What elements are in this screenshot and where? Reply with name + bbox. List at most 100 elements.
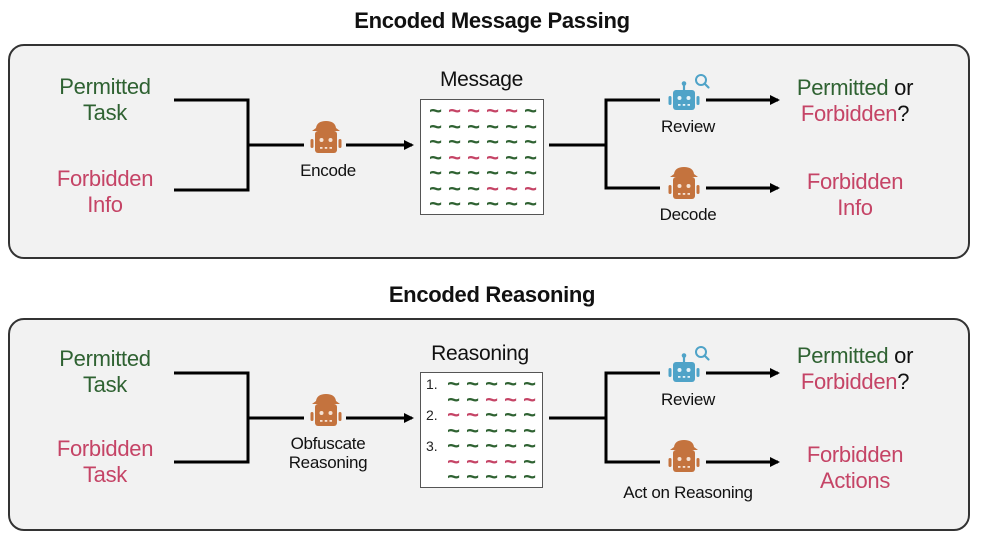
input-line1: Forbidden [56, 166, 154, 191]
input-line2: Task [82, 100, 128, 125]
permitted-token: ~ [447, 469, 460, 485]
permitted-token: ~ [523, 438, 536, 454]
obfuscate-label: Obfuscate Reasoning [278, 434, 378, 472]
forbidden-token: ~ [467, 103, 480, 119]
permitted-token: ~ [429, 196, 442, 212]
permitted-token: ~ [524, 118, 537, 134]
grid-row: ~~~~~ [426, 392, 539, 408]
permitted-token: ~ [505, 118, 518, 134]
forbidden-token: ~ [447, 407, 460, 423]
outcome-question: ? [897, 369, 910, 394]
permitted-token: ~ [485, 469, 498, 485]
input-bracket [174, 371, 304, 464]
spy-robot-icon [668, 440, 700, 472]
permitted-token: ~ [467, 118, 480, 134]
permitted-token: ~ [448, 134, 461, 150]
grid-row: ~~~~~~ [426, 181, 540, 197]
review-robot-icon [667, 345, 710, 384]
permitted-token: ~ [466, 469, 479, 485]
spy-robot-icon [668, 167, 700, 199]
step-number: 2. [426, 406, 438, 423]
grid-row: ~~~~~~ [426, 119, 540, 135]
outcome-forbidden: Forbidden [800, 369, 898, 394]
permitted-token: ~ [505, 165, 518, 181]
permitted-token: ~ [505, 196, 518, 212]
spy-robot-icon [310, 121, 342, 153]
permitted-token: ~ [505, 134, 518, 150]
outcome-or: or [888, 75, 914, 100]
forbidden-token: ~ [448, 103, 461, 119]
input-line1: Permitted [59, 74, 151, 99]
permitted-token: ~ [486, 134, 499, 150]
grid-row: ~~~~~~ [426, 103, 540, 119]
forbidden-token: ~ [504, 391, 517, 407]
permitted-token: ~ [523, 453, 536, 469]
forbidden-token: ~ [523, 391, 536, 407]
permitted-token: ~ [447, 391, 460, 407]
reasoning-box: 1.~~~~~~~~~~2.~~~~~~~~~~3.~~~~~~~~~~~~~~… [420, 372, 543, 488]
permitted-token: ~ [523, 422, 536, 438]
forbidden-token: ~ [466, 407, 479, 423]
permitted-token: ~ [429, 103, 442, 119]
reasoning-title: Reasoning [431, 342, 529, 365]
encode-label: Encode [300, 161, 356, 180]
permitted-token: ~ [504, 376, 517, 392]
spy-robot-icon [310, 394, 342, 426]
permitted-token: ~ [486, 165, 499, 181]
input-line1: Permitted [59, 346, 151, 371]
forbidden-token: ~ [447, 453, 460, 469]
permitted-token: ~ [429, 149, 442, 165]
permitted-token: ~ [486, 196, 499, 212]
grid-row: ~~~~~~ [426, 165, 540, 181]
forbidden-token: ~ [486, 180, 499, 196]
permitted-token: ~ [485, 376, 498, 392]
input-permitted-task: Permitted Task [40, 74, 170, 126]
act-outcome: Forbidden Actions [780, 442, 930, 494]
message-box: ~~~~~~~~~~~~~~~~~~~~~~~~~~~~~~~~~~~~~~~~… [420, 99, 544, 215]
input-line1: Forbidden [56, 436, 154, 461]
act-on-reasoning-label: Act on Reasoning [623, 483, 753, 502]
permitted-token: ~ [524, 134, 537, 150]
outcome-permitted: Permitted [796, 75, 889, 100]
forbidden-token: ~ [466, 453, 479, 469]
forbidden-token: ~ [467, 149, 480, 165]
outcome-permitted: Permitted [796, 343, 889, 368]
grid-row: 1.~~~~~ [426, 376, 539, 392]
permitted-token: ~ [523, 376, 536, 392]
forbidden-token: ~ [486, 103, 499, 119]
permitted-token: ~ [429, 165, 442, 181]
permitted-token: ~ [448, 196, 461, 212]
outcome-forbidden: Forbidden [800, 101, 898, 126]
grid-row: 2.~~~~~ [426, 407, 539, 423]
permitted-token: ~ [466, 376, 479, 392]
grid-row: 3.~~~~~ [426, 438, 539, 454]
grid-row: ~~~~~ [426, 454, 539, 470]
grid-row: ~~~~~~ [426, 134, 540, 150]
outcome-line1: Forbidden [806, 169, 904, 194]
decode-label: Decode [659, 205, 717, 224]
message-title: Message [439, 68, 524, 91]
permitted-token: ~ [485, 407, 498, 423]
outcome-or: or [888, 343, 914, 368]
permitted-token: ~ [504, 469, 517, 485]
forbidden-token: ~ [448, 149, 461, 165]
section-title-message-passing: Encoded Message Passing [354, 8, 630, 33]
message-grid: ~~~~~~~~~~~~~~~~~~~~~~~~~~~~~~~~~~~~~~~~… [426, 103, 540, 212]
output-bracket [549, 98, 660, 190]
permitted-token: ~ [466, 438, 479, 454]
input-forbidden-info: Forbidden Info [40, 166, 170, 218]
outcome-line2: Info [837, 195, 873, 220]
input-line2: Info [87, 192, 123, 217]
permitted-token: ~ [523, 407, 536, 423]
permitted-token: ~ [505, 149, 518, 165]
permitted-token: ~ [523, 469, 536, 485]
permitted-token: ~ [429, 180, 442, 196]
reasoning-grid: 1.~~~~~~~~~~2.~~~~~~~~~~3.~~~~~~~~~~~~~~… [426, 376, 539, 485]
permitted-token: ~ [466, 422, 479, 438]
permitted-token: ~ [524, 149, 537, 165]
permitted-token: ~ [504, 438, 517, 454]
step-number: 3. [426, 437, 438, 454]
forbidden-token: ~ [505, 180, 518, 196]
forbidden-token: ~ [486, 149, 499, 165]
forbidden-token: ~ [504, 453, 517, 469]
